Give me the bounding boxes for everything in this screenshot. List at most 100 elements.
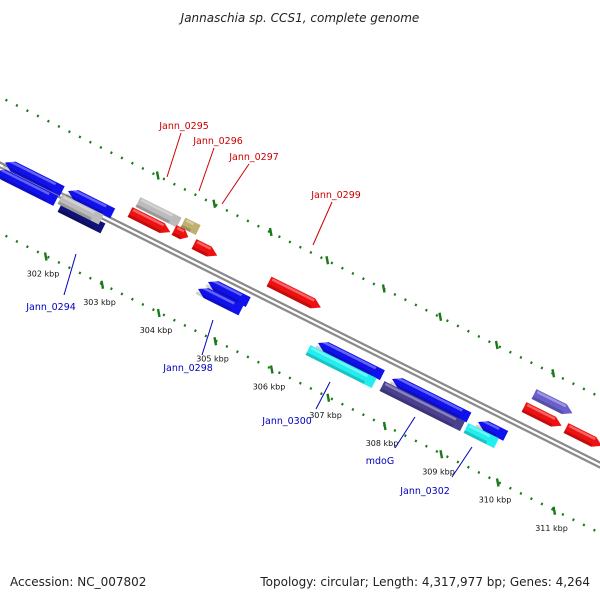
guide-dot (88, 140, 92, 144)
guide-dot (351, 407, 355, 411)
guide-dot (414, 439, 418, 443)
guide-dot (571, 382, 575, 386)
guide-dot (277, 235, 281, 239)
gene-arrow-red (563, 423, 600, 447)
guide-dot (15, 239, 19, 243)
tick-label: 303 kbp (83, 298, 116, 307)
gene-label[interactable]: Jann_0296 (192, 136, 243, 147)
guide-dot (466, 329, 470, 333)
guide-dot (487, 340, 491, 344)
strand-guide-dots (4, 98, 596, 532)
guide-dot (487, 476, 491, 480)
gene-label-leader (451, 446, 473, 478)
guide-dot (214, 203, 218, 207)
gene-label-leader (394, 416, 416, 449)
guide-dot (36, 114, 40, 118)
gene-arrow-gray (57, 194, 104, 225)
gene-arrow-blue (205, 278, 251, 308)
guide-dot (519, 355, 523, 359)
guide-dot (424, 444, 428, 448)
guide-dot (456, 460, 460, 464)
gene-label[interactable]: Jann_0299 (310, 190, 361, 201)
guide-dot (508, 486, 512, 490)
gene-arrow-jann-0296 (180, 217, 201, 236)
guide-dot (340, 402, 344, 406)
guide-dot (519, 491, 523, 495)
guide-dot (288, 240, 292, 244)
gene-arrow-jann-0295 (135, 197, 182, 228)
guide-dot (204, 334, 208, 338)
guide-dot (561, 512, 565, 516)
guide-dot (372, 418, 376, 422)
gene-arrow-blue (315, 339, 385, 381)
tick-mark (326, 393, 331, 402)
accession-text: Accession: NC_007802 (10, 575, 146, 589)
guide-dot (204, 198, 208, 202)
guide-dot (57, 260, 61, 264)
tick-mark (552, 506, 557, 515)
guide-dot (445, 455, 449, 459)
guide-dot (403, 434, 407, 438)
gene-arrow-mdog (379, 381, 465, 432)
guide-dot (225, 208, 229, 212)
gene-label[interactable]: Jann_0302 (399, 486, 450, 497)
guide-dot (466, 465, 470, 469)
gene-label-leader (201, 319, 214, 356)
guide-dot (151, 308, 155, 312)
topology-text: Topology: circular; Length: 4,317,977 bp… (259, 575, 590, 589)
guide-dot (246, 219, 250, 223)
tick-mark (439, 450, 444, 459)
tick-label: 311 kbp (535, 524, 568, 533)
guide-dot (46, 255, 50, 259)
gene-label-leader (63, 253, 77, 296)
guide-dot (361, 277, 365, 281)
gene-label[interactable]: Jann_0297 (228, 152, 279, 163)
gene-label[interactable]: Jann_0300 (261, 416, 312, 427)
tick-label: 302 kbp (27, 270, 60, 279)
tick-label: 309 kbp (422, 467, 455, 476)
guide-dot (540, 366, 544, 370)
tick-label: 307 kbp (309, 411, 342, 420)
guide-dot (372, 282, 376, 286)
guide-dot (277, 371, 281, 375)
gene-arrow-lavender (531, 389, 573, 415)
guide-dot (498, 481, 502, 485)
tick-mark (155, 171, 160, 180)
guide-dot (25, 245, 29, 249)
gene-label[interactable]: mdoG (366, 456, 394, 467)
guide-dot (435, 449, 439, 453)
guide-dot (561, 376, 565, 380)
guide-dot (288, 376, 292, 380)
guide-dot (351, 271, 355, 275)
map-title: Jannaschia sp. CCS1, complete genome (179, 11, 420, 25)
guide-dot (456, 324, 460, 328)
gene-arrow-blue (475, 418, 509, 441)
guide-dot (4, 234, 8, 238)
guide-dot (36, 250, 40, 254)
guide-dot (592, 392, 596, 396)
guide-dot (508, 350, 512, 354)
tick-label: 308 kbp (366, 439, 399, 448)
guide-dot (319, 256, 323, 260)
guide-dot (393, 428, 397, 432)
tick-mark (269, 365, 274, 374)
guide-dot (498, 345, 502, 349)
guide-dot (435, 313, 439, 317)
gene-label[interactable]: Jann_0298 (162, 363, 213, 374)
guide-dot (183, 323, 187, 327)
gene-arrow-jann-0298 (195, 285, 244, 316)
guide-dot (4, 98, 8, 102)
gene-features (0, 159, 600, 449)
tick-mark (213, 337, 218, 346)
gene-arrow-blue (2, 159, 65, 197)
gene-label[interactable]: Jann_0295 (158, 121, 209, 132)
guide-dot (193, 329, 197, 333)
gene-label[interactable]: Jann_0294 (25, 302, 76, 313)
guide-dot (424, 308, 428, 312)
tick-mark (382, 421, 387, 431)
tick-mark (156, 308, 161, 318)
tick-mark (438, 312, 443, 321)
gene-arrow-jann-0294 (0, 167, 59, 206)
